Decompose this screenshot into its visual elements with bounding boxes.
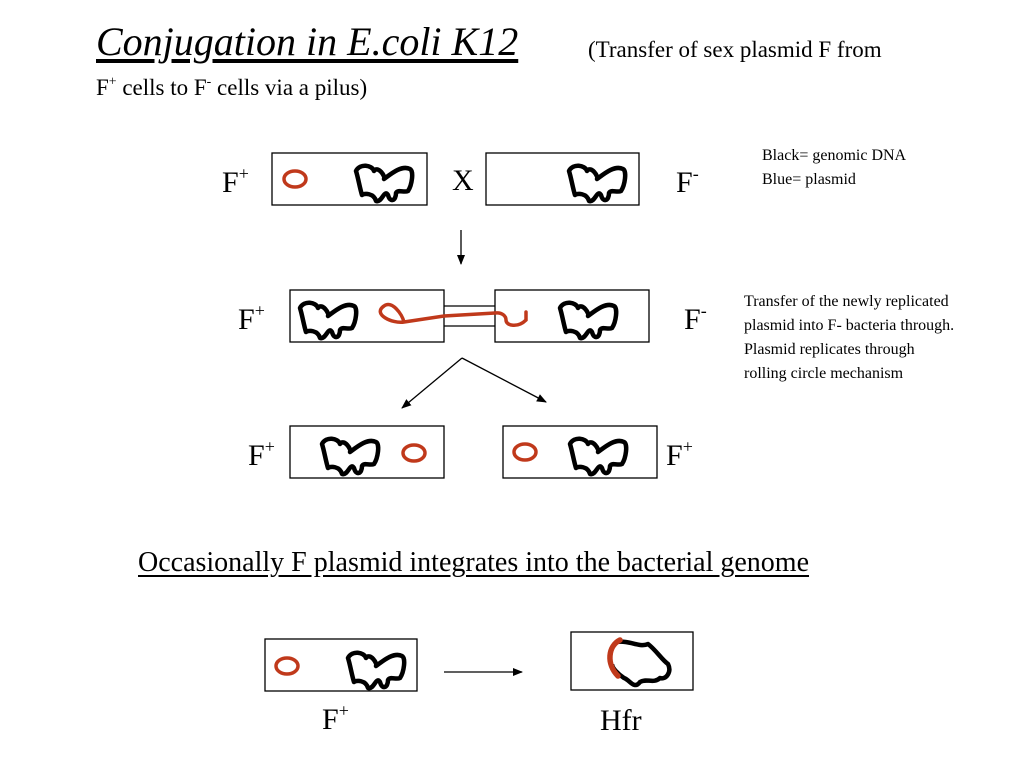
pilus-bridge: [444, 305, 495, 327]
label-f-plus-bottom: F+: [322, 700, 349, 736]
cell-f-minus-recipient: [485, 152, 640, 206]
page-subtitle-line2: F+ cells to F- cells via a pilus): [96, 73, 368, 100]
plasmid-integrated: [607, 637, 623, 679]
integration-heading: Occasionally F plasmid integrates into t…: [138, 547, 810, 578]
cell-f-plus-bottom: [264, 638, 418, 692]
legend-genomic-dna: Black= genomic DNA: [762, 147, 907, 164]
label-hfr: Hfr: [600, 704, 642, 737]
cross-symbol: X: [452, 164, 474, 197]
genomic-dna: [322, 439, 378, 474]
label-f-plus-donor: F+: [222, 163, 249, 199]
genomic-dna: [356, 166, 412, 201]
label-f-plus-conjugating: F+: [238, 300, 265, 336]
genomic-dna: [348, 653, 404, 688]
genomic-dna: [570, 439, 626, 474]
plasmid-rolling-circle: [378, 302, 497, 324]
genomic-dna: [569, 166, 625, 201]
genomic-dna: [300, 303, 356, 338]
cell-conjugating-recipient: [493, 289, 650, 343]
label-f-minus-recipient: F-: [676, 163, 699, 199]
label-f-plus-result-left: F+: [248, 436, 275, 472]
page-title: Conjugation in E.coli K12: [96, 19, 519, 64]
label-f-plus-result-right: F+: [666, 436, 693, 472]
plasmid-circle: [274, 656, 300, 676]
cell-f-plus-donor: [271, 152, 428, 206]
plasmid-circle: [282, 169, 308, 189]
cell-result-left: [289, 425, 445, 479]
arrow-right-diagonal: [461, 357, 547, 403]
genomic-dna: [560, 303, 616, 338]
label-f-minus-conjugating: F-: [684, 300, 707, 336]
cell-hfr: [570, 631, 694, 691]
plasmid-circle: [401, 443, 427, 463]
plasmid-circle: [512, 442, 538, 462]
cell-conjugating-donor: [289, 289, 497, 343]
cell-result-right: [502, 425, 658, 479]
legend-plasmid: Blue= plasmid: [762, 171, 856, 188]
page-subtitle: (Transfer of sex plasmid F from: [588, 37, 882, 62]
transfer-note: Transfer of the newly replicated plasmid…: [744, 293, 955, 382]
plasmid-strand-transferred: [493, 310, 528, 327]
arrow-left-diagonal: [401, 357, 463, 409]
genomic-dna-integrated: [609, 639, 672, 688]
